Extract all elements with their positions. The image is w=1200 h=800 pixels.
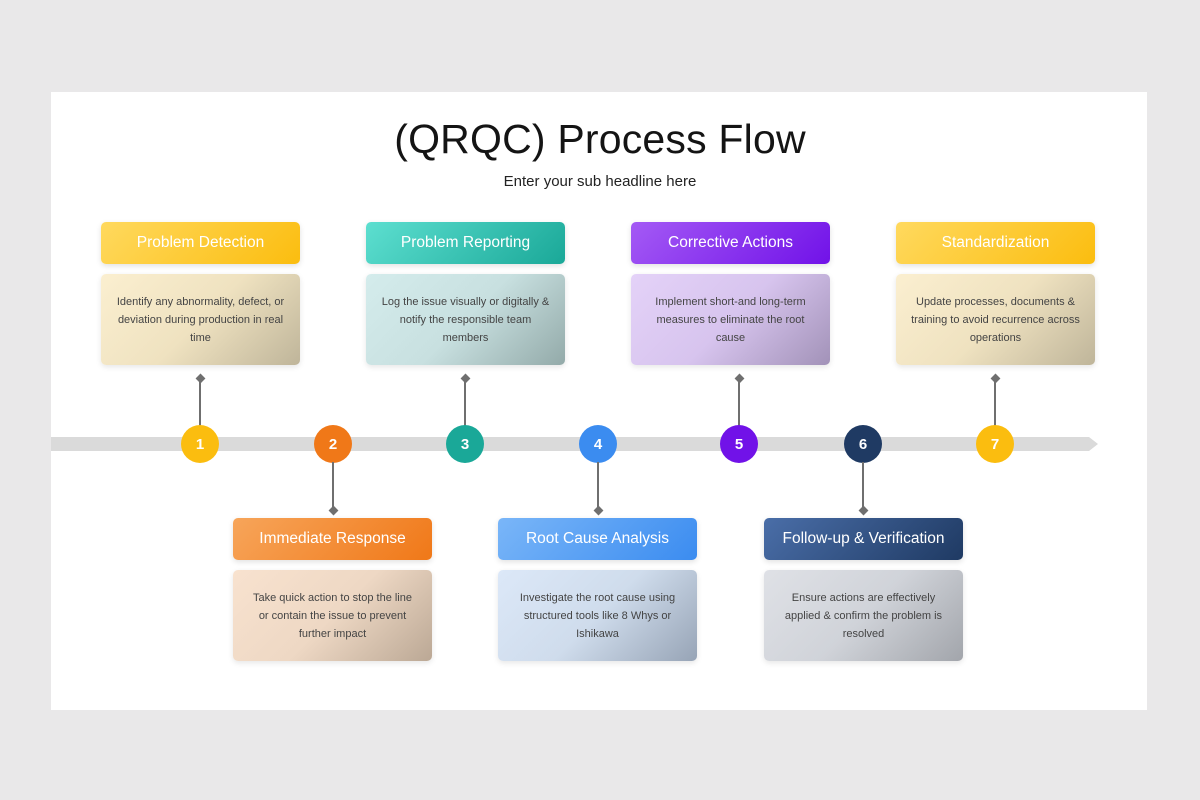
page-title: (QRQC) Process Flow: [394, 116, 806, 162]
step-2-connector: [332, 462, 334, 509]
step-7-marker: 7: [976, 425, 1014, 463]
step-6-connector: [862, 462, 864, 509]
step-6-description: Ensure actions are effectively applied &…: [764, 570, 963, 661]
step-2-description: Take quick action to stop the line or co…: [233, 570, 432, 661]
step-6-marker: 6: [844, 425, 882, 463]
step-1-connector: [199, 380, 201, 426]
step-7-connector: [994, 380, 996, 426]
step-4-connector: [597, 462, 599, 509]
step-2-marker: 2: [314, 425, 352, 463]
timeline-arrow-icon: [1089, 437, 1098, 451]
step-2-title: Immediate Response: [233, 518, 432, 560]
step-5-description: Implement short-and long-term measures t…: [631, 274, 830, 365]
step-1-marker: 1: [181, 425, 219, 463]
step-1-title: Problem Detection: [101, 222, 300, 264]
step-5-marker: 5: [720, 425, 758, 463]
step-6-title: Follow-up & Verification: [764, 518, 963, 560]
timeline-track: [51, 437, 1089, 451]
step-5-connector: [738, 380, 740, 426]
step-3-title: Problem Reporting: [366, 222, 565, 264]
page-subtitle: Enter your sub headline here: [503, 173, 697, 190]
step-3-connector: [464, 380, 466, 426]
step-7-description: Update processes, documents & training t…: [896, 274, 1095, 365]
step-5-title: Corrective Actions: [631, 222, 830, 264]
step-7-title: Standardization: [896, 222, 1095, 264]
step-3-description: Log the issue visually or digitally & no…: [366, 274, 565, 365]
step-4-title: Root Cause Analysis: [498, 518, 697, 560]
step-4-description: Investigate the root cause using structu…: [498, 570, 697, 661]
step-4-marker: 4: [579, 425, 617, 463]
step-3-marker: 3: [446, 425, 484, 463]
step-1-description: Identify any abnormality, defect, or dev…: [101, 274, 300, 365]
